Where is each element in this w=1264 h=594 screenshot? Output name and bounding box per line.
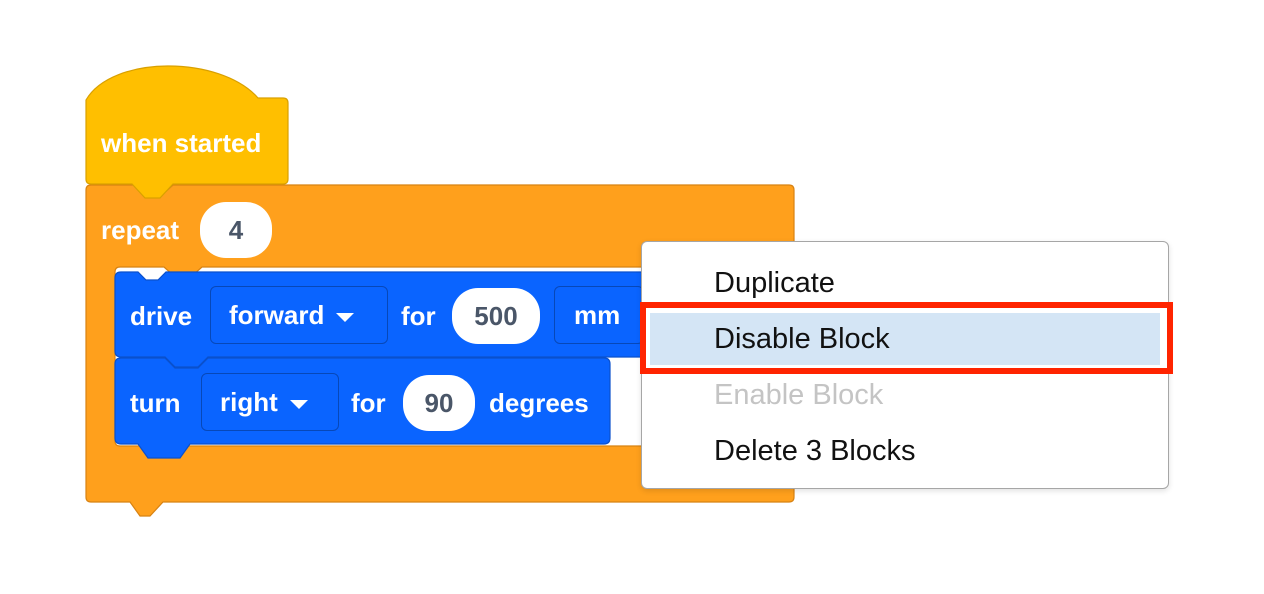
- turn-label: turn: [130, 388, 181, 418]
- turn-angle-input[interactable]: 90: [403, 375, 475, 431]
- when-started-label: when started: [101, 128, 262, 158]
- menu-item-delete-blocks[interactable]: Delete 3 Blocks: [714, 434, 916, 467]
- repeat-count-input[interactable]: 4: [200, 202, 272, 258]
- turn-block[interactable]: [114, 357, 611, 459]
- drive-label: drive: [130, 301, 193, 331]
- repeat-label: repeat: [101, 215, 180, 245]
- turn-direction-dropdown[interactable]: right: [201, 373, 339, 431]
- drive-unit-dropdown[interactable]: mm: [554, 286, 644, 344]
- turn-direction-value: right: [220, 386, 278, 417]
- menu-item-duplicate[interactable]: Duplicate: [714, 266, 835, 299]
- turn-unit-label: degrees: [489, 388, 589, 418]
- context-menu: Duplicate Disable Block Enable Block Del…: [641, 241, 1169, 489]
- drive-direction-value: forward: [229, 299, 325, 330]
- drive-unit-value: mm: [574, 299, 621, 330]
- dropdown-caret-icon: [336, 312, 355, 322]
- when-started-hat-block[interactable]: [85, 65, 289, 199]
- menu-item-disable-block[interactable]: Disable Block: [650, 313, 1160, 365]
- turn-for-label: for: [351, 388, 386, 418]
- dropdown-caret-icon: [289, 399, 308, 409]
- drive-for-label: for: [401, 301, 436, 331]
- drive-direction-dropdown[interactable]: forward: [210, 286, 388, 344]
- drive-distance-input[interactable]: 500: [452, 288, 540, 344]
- menu-item-enable-block: Enable Block: [714, 378, 884, 411]
